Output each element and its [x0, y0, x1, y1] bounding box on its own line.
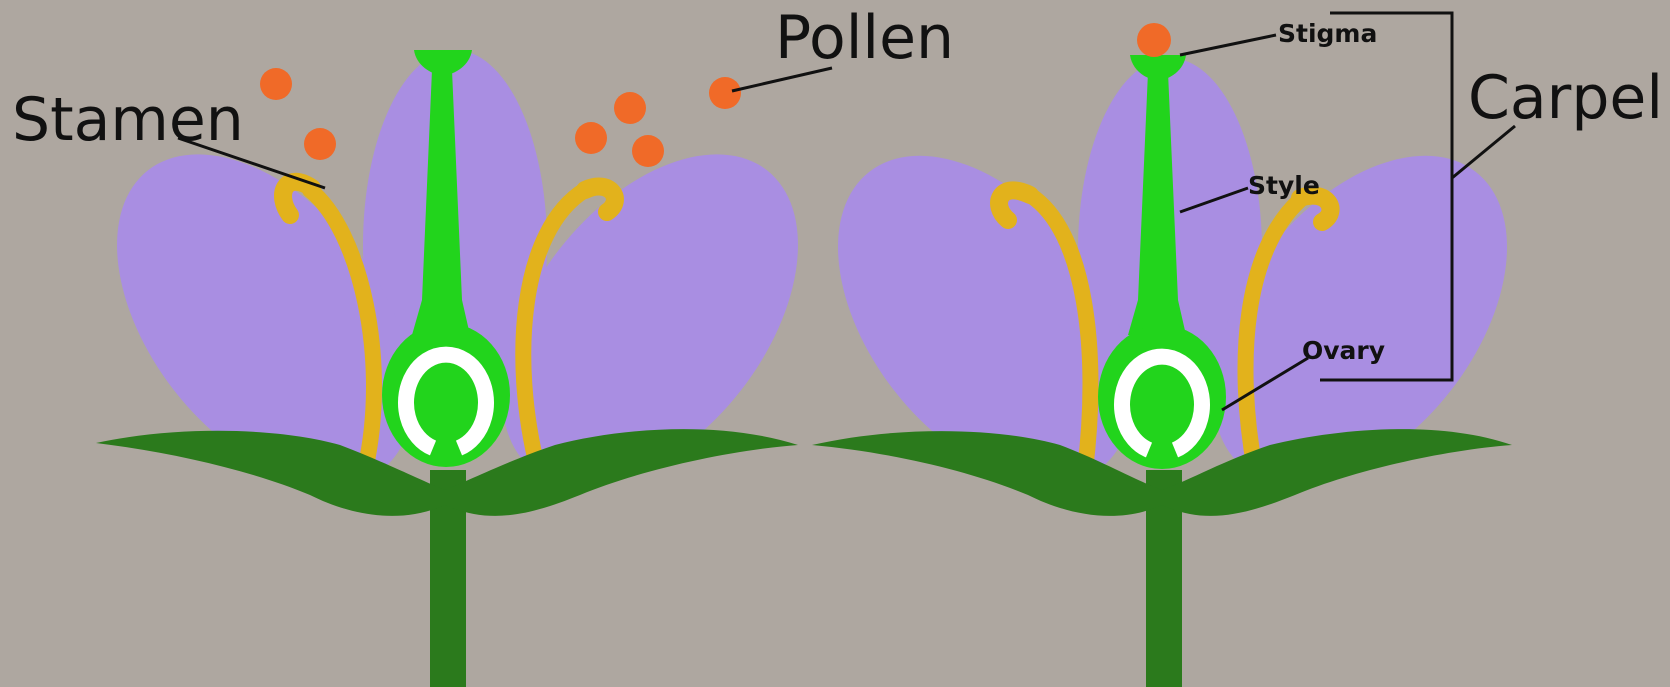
stamen-label: Stamen — [12, 85, 244, 155]
stigma-label: Stigma — [1278, 19, 1377, 48]
pollen-grain — [1137, 23, 1171, 57]
carpel-label: Carpel — [1468, 63, 1663, 133]
pollen-label: Pollen — [775, 3, 954, 73]
ovary-label: Ovary — [1302, 336, 1385, 365]
stigma-leader — [1180, 35, 1276, 55]
carpel-leader — [1452, 126, 1515, 178]
pollen-grain — [304, 128, 336, 160]
pollen-grain — [709, 77, 741, 109]
left-stamen-anther-right — [585, 187, 615, 212]
right-flower — [779, 23, 1567, 687]
pollen-grain — [614, 92, 646, 124]
pollen-grain — [632, 135, 664, 167]
style-label: Style — [1248, 171, 1320, 200]
pollen-grain — [575, 122, 607, 154]
pollen-grain — [260, 68, 292, 100]
